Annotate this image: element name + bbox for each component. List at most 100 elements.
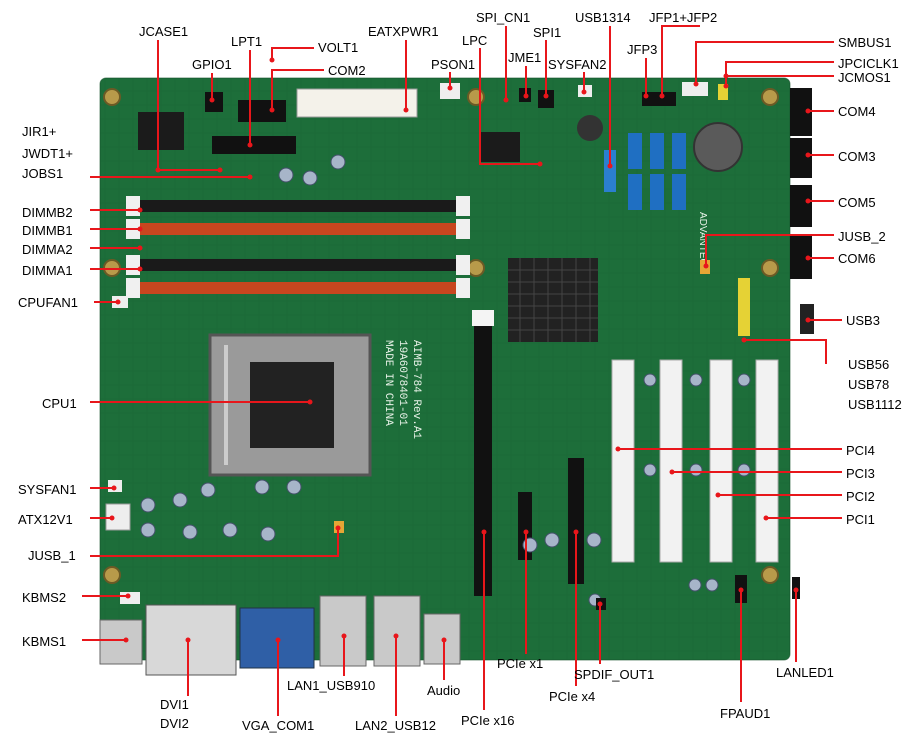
leader-dot-dimma2 — [137, 245, 143, 251]
label-jir1: JIR1+ — [22, 124, 57, 139]
label-lpt1: LPT1 — [231, 34, 263, 49]
leader-dot-usb56 — [741, 337, 747, 343]
leader-dot-gpio1 — [209, 97, 215, 103]
leader-dot-sysfan1 — [111, 485, 117, 491]
eatxpwr1-connector — [296, 88, 418, 118]
pci-slots — [611, 359, 779, 563]
dvi-ports — [145, 604, 237, 676]
super-io-chip — [138, 112, 184, 150]
leader-dot-sysfan2 — [581, 89, 587, 95]
leader-dot-vga-com1 — [275, 637, 281, 643]
pcie-x16-slot — [474, 318, 492, 596]
leader-dot-cpufan1 — [115, 299, 121, 305]
label-pci3: PCI3 — [846, 466, 875, 481]
leader-dot-pci2 — [715, 492, 721, 498]
leader-dot-pci3 — [669, 469, 675, 475]
leader-dot-com4 — [805, 108, 811, 114]
leader-dot-lan2-usb12 — [393, 633, 399, 639]
leader-usb56 — [744, 339, 827, 364]
label-pcie-x4: PCIe x4 — [549, 689, 596, 704]
buzzer — [577, 115, 603, 141]
leader-dot-com3 — [805, 152, 811, 158]
leader-jfp1-jfp2 — [661, 25, 700, 96]
kbms2-header — [120, 592, 140, 604]
com-headers-right — [790, 88, 812, 279]
pcie-x4-slot — [568, 458, 584, 584]
pson1-header — [440, 83, 460, 99]
sata-ports — [628, 133, 686, 210]
label-dimma1: DIMMA1 — [22, 263, 73, 278]
leader-dot-eatxpwr1 — [403, 107, 409, 113]
label-com4: COM4 — [838, 104, 876, 119]
label-sysfan2: SYSFAN2 — [548, 57, 607, 72]
leader-dot-spdif-out1 — [597, 601, 603, 607]
leader-dot-jfp1-jfp2 — [659, 93, 665, 99]
label-jfp3: JFP3 — [627, 42, 658, 57]
label-dvi1: DVI1 — [160, 697, 189, 712]
label-pci2: PCI2 — [846, 489, 875, 504]
heatsink-fins — [508, 258, 598, 342]
label-spi1: SPI1 — [533, 25, 562, 40]
leader-dot-jir1 — [217, 167, 223, 173]
label-pson1: PSON1 — [431, 57, 476, 72]
leader-dot-com6 — [805, 255, 811, 261]
silk-model: AIMB-784 Rev.A1 — [410, 340, 422, 439]
silk-part: 19A6078401-01 — [396, 340, 408, 426]
jcmos1-jumper — [718, 84, 728, 100]
label-sysfan1: SYSFAN1 — [18, 482, 77, 497]
pcb-traces — [99, 77, 791, 661]
label-pci4: PCI4 — [846, 443, 875, 458]
leader-dot-lpc — [537, 161, 543, 167]
leader-dot-kbms2 — [125, 593, 131, 599]
usb1314-header — [604, 150, 616, 192]
leader-dot-dimmb2 — [137, 207, 143, 213]
leader-dot-lpt1 — [247, 142, 253, 148]
label-jobs1: JOBS1 — [22, 166, 64, 181]
label-gpio1: GPIO1 — [192, 57, 232, 72]
leader-dot-jcmos1 — [723, 73, 729, 79]
label-volt1: VOLT1 — [318, 40, 359, 55]
usb-headers — [738, 278, 750, 336]
label-audio: Audio — [427, 683, 461, 698]
label-pci1: PCI1 — [846, 512, 875, 527]
label-jme1: JME1 — [508, 50, 542, 65]
spi1-chip — [538, 90, 554, 108]
lpc-chip — [480, 132, 520, 162]
chipset-heatsink — [508, 258, 598, 342]
label-jwdt1: JWDT1+ — [22, 146, 73, 161]
leader-dot-lanled1 — [793, 587, 799, 593]
leader-dot-com2 — [269, 107, 275, 113]
leader-dot-dimma1 — [137, 266, 143, 272]
label-usb1314: USB1314 — [575, 10, 631, 25]
leader-volt1 — [271, 47, 314, 60]
label-jusb-1: JUSB_1 — [28, 548, 76, 563]
leader-jusb-1 — [90, 528, 339, 557]
leader-dot-smbus1 — [693, 81, 699, 87]
label-spdif-out1: SPDIF_OUT1 — [574, 667, 655, 682]
leader-dot-pcie-x4 — [573, 529, 579, 535]
com2-header — [238, 100, 286, 122]
label-jcmos1: JCMOS1 — [838, 70, 891, 85]
leader-com2 — [271, 69, 324, 110]
label-lan1-usb910: LAN1_USB910 — [287, 678, 376, 693]
leader-dot-pcie-x16 — [481, 529, 487, 535]
label-kbms2: KBMS2 — [22, 590, 67, 605]
cmos-battery — [693, 122, 743, 172]
leader-dot-jusb-2 — [703, 263, 709, 269]
silk-origin: MADE IN CHINA — [382, 340, 394, 426]
leader-dot-kbms1 — [123, 637, 129, 643]
label-pcie-x16: PCIe x16 — [461, 713, 515, 728]
label-lan2-usb12: LAN2_USB12 — [355, 718, 436, 733]
leader-dot-jfp3 — [643, 93, 649, 99]
label-dvi2: DVI2 — [160, 716, 189, 731]
label-cpufan1: CPUFAN1 — [18, 295, 78, 310]
leader-dot-dvi1 — [185, 637, 191, 643]
kbms1-ports — [99, 619, 143, 665]
leader-dot-fpaud1 — [738, 587, 744, 593]
leader-dot-jpciclk1 — [723, 83, 729, 89]
label-atx12v1: ATX12V1 — [18, 512, 73, 527]
label-com5: COM5 — [838, 195, 876, 210]
label-spi-cn1: SPI_CN1 — [476, 10, 531, 25]
